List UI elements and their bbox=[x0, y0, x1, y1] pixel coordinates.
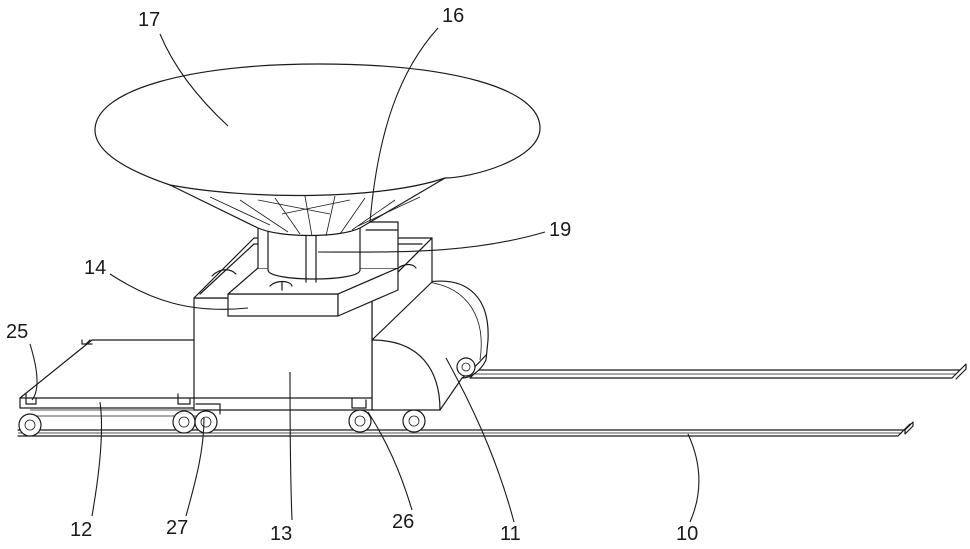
wheel bbox=[195, 411, 217, 433]
funnel-dish bbox=[95, 64, 540, 236]
label-25: 25 bbox=[6, 321, 28, 343]
label-17: 17 bbox=[138, 9, 160, 31]
label-19: 19 bbox=[549, 219, 571, 241]
flat-carriage-plate bbox=[20, 340, 196, 416]
wheel bbox=[173, 411, 195, 433]
label-14: 14 bbox=[84, 257, 106, 279]
label-13: 13 bbox=[270, 523, 292, 545]
label-27: 27 bbox=[166, 517, 188, 539]
label-10: 10 bbox=[676, 523, 698, 545]
wheel bbox=[349, 410, 371, 432]
wheel bbox=[19, 414, 41, 436]
wheel bbox=[457, 358, 475, 376]
label-16: 16 bbox=[442, 5, 464, 27]
label-26: 26 bbox=[392, 511, 414, 533]
label-12: 12 bbox=[70, 519, 92, 541]
label-11: 11 bbox=[500, 523, 521, 545]
wheel bbox=[403, 410, 425, 432]
